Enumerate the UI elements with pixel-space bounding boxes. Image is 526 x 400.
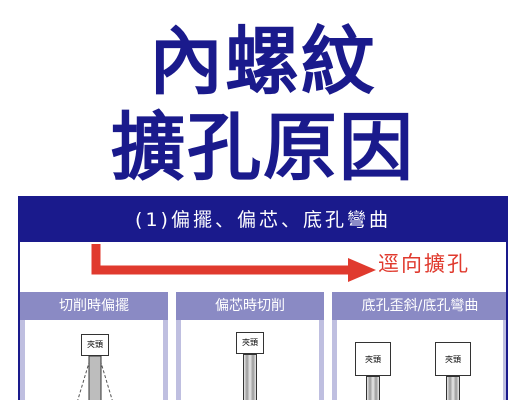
cause-panel: (1)偏擺、偏芯、底孔彎曲 逕向擴孔 切削時偏擺 夾頭 偏芯時切削 夾頭: [18, 196, 508, 400]
tap-tool-icon: [366, 376, 380, 400]
chuck-icon: 夾頭: [81, 334, 109, 356]
chuck-label: 夾頭: [87, 340, 103, 349]
section-runout: 切削時偏擺 夾頭: [20, 292, 168, 400]
section-bent-hole: 底孔歪斜/底孔彎曲 夾頭 夾頭: [332, 292, 506, 400]
title-line-1: 內螺紋: [149, 19, 377, 105]
section-offset: 偏芯時切削 夾頭: [176, 292, 324, 400]
chuck-icon: 夾頭: [435, 342, 471, 376]
chuck-label: 夾頭: [445, 355, 461, 364]
section-heading: 偏芯時切削: [176, 292, 324, 320]
section-heading: 底孔歪斜/底孔彎曲: [332, 292, 506, 320]
section-body: 夾頭 夾頭: [337, 320, 503, 400]
tap-tool-icon: [446, 376, 460, 400]
arrow-shaft: [91, 244, 348, 275]
section-body: 夾頭: [181, 320, 319, 400]
radial-arrow-icon: [91, 244, 376, 282]
chuck-icon: 夾頭: [236, 332, 264, 354]
wobble-tool-icon: [77, 356, 113, 400]
title-line-2: 擴孔原因: [111, 105, 415, 191]
arrow-label: 逕向擴孔: [378, 252, 470, 276]
chuck-label: 夾頭: [242, 338, 258, 347]
arrow-head: [348, 258, 376, 282]
arrow-row: 逕向擴孔: [20, 242, 506, 286]
cause-banner: (1)偏擺、偏芯、底孔彎曲: [20, 198, 506, 242]
section-heading: 切削時偏擺: [20, 292, 168, 320]
chuck-label: 夾頭: [365, 355, 381, 364]
section-body: 夾頭: [25, 320, 163, 400]
chuck-icon: 夾頭: [355, 342, 391, 376]
tap-tool-icon: [243, 354, 257, 400]
